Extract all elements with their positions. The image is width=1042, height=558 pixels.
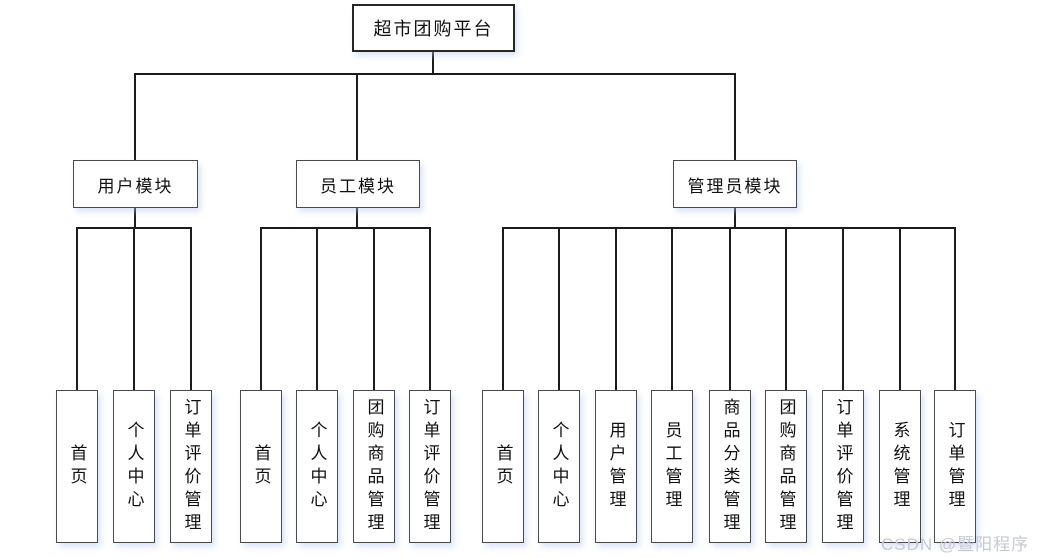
connector-line <box>316 227 318 390</box>
leaf-node-label: 商品分类管理 <box>720 397 740 536</box>
connector-line <box>734 208 736 229</box>
module-node-user: 用户模块 <box>73 160 198 208</box>
connector-line <box>134 208 136 229</box>
connector-line <box>76 227 78 390</box>
module-node-label: 管理员模块 <box>687 176 783 196</box>
leaf-node-user-order-review-mgmt: 订单评价管理 <box>170 390 212 543</box>
leaf-node-admin-product-category-mgmt: 商品分类管理 <box>709 390 751 543</box>
leaf-node-label: 个人中心 <box>124 420 144 513</box>
connector-line <box>502 227 504 390</box>
leaf-node-admin-system-mgmt: 系统管理 <box>879 390 921 543</box>
connector-line <box>190 227 192 390</box>
csdn-watermark: CSDN @暨阳程序 <box>881 535 1030 554</box>
leaf-node-label: 订单评价管理 <box>181 397 201 536</box>
connector-line <box>356 208 358 229</box>
leaf-node-label: 首页 <box>251 443 271 490</box>
leaf-node-label: 个人中心 <box>307 420 327 513</box>
connector-line <box>260 227 262 390</box>
connector-line <box>260 227 431 229</box>
connector-line <box>842 227 844 390</box>
leaf-node-staff-groupbuy-product-mgmt: 团购商品管理 <box>353 390 395 543</box>
leaf-node-admin-groupbuy-product-mgmt: 团购商品管理 <box>765 390 807 543</box>
connector-line <box>729 227 731 390</box>
connector-line <box>671 227 673 390</box>
connector-line <box>429 227 431 390</box>
leaf-node-label: 订单管理 <box>945 420 965 513</box>
leaf-node-admin-personal-center: 个人中心 <box>538 390 580 543</box>
connector-line <box>134 73 136 160</box>
connector-line <box>734 73 736 160</box>
leaf-node-admin-staff-mgmt: 员工管理 <box>651 390 693 543</box>
leaf-node-label: 员工管理 <box>662 420 682 513</box>
connector-line <box>432 50 434 74</box>
leaf-node-user-personal-center: 个人中心 <box>113 390 155 543</box>
leaf-node-label: 系统管理 <box>890 420 910 513</box>
connector-line <box>134 73 736 75</box>
leaf-node-label: 首页 <box>493 443 513 490</box>
root-node-label: 超市团购平台 <box>373 19 494 39</box>
leaf-node-admin-order-review-mgmt: 订单评价管理 <box>822 390 864 543</box>
connector-line <box>954 227 956 390</box>
leaf-node-user-home: 首页 <box>56 390 98 543</box>
module-node-label: 员工模块 <box>320 176 396 196</box>
leaf-node-admin-home: 首页 <box>482 390 524 543</box>
module-node-label: 用户模块 <box>97 176 174 196</box>
connector-line <box>615 227 617 390</box>
leaf-node-label: 团购商品管理 <box>776 397 796 536</box>
module-node-staff: 员工模块 <box>296 160 420 208</box>
connector-line <box>373 227 375 390</box>
connector-line <box>356 73 358 160</box>
connector-line <box>558 227 560 390</box>
leaf-node-label: 个人中心 <box>549 420 569 513</box>
leaf-node-staff-order-review-mgmt: 订单评价管理 <box>409 390 451 543</box>
leaf-node-admin-order-mgmt: 订单管理 <box>934 390 976 543</box>
connector-line <box>785 227 787 390</box>
connector-line <box>133 227 135 390</box>
leaf-node-label: 用户管理 <box>606 420 626 513</box>
leaf-node-label: 订单评价管理 <box>420 397 440 536</box>
leaf-node-staff-personal-center: 个人中心 <box>296 390 338 543</box>
leaf-node-label: 首页 <box>67 443 87 490</box>
root-node-platform: 超市团购平台 <box>352 4 515 52</box>
leaf-node-label: 订单评价管理 <box>833 397 853 536</box>
leaf-node-staff-home: 首页 <box>240 390 282 543</box>
leaf-node-admin-user-mgmt: 用户管理 <box>595 390 637 543</box>
module-node-admin: 管理员模块 <box>673 160 797 208</box>
connector-line <box>899 227 901 390</box>
leaf-node-label: 团购商品管理 <box>364 397 384 536</box>
